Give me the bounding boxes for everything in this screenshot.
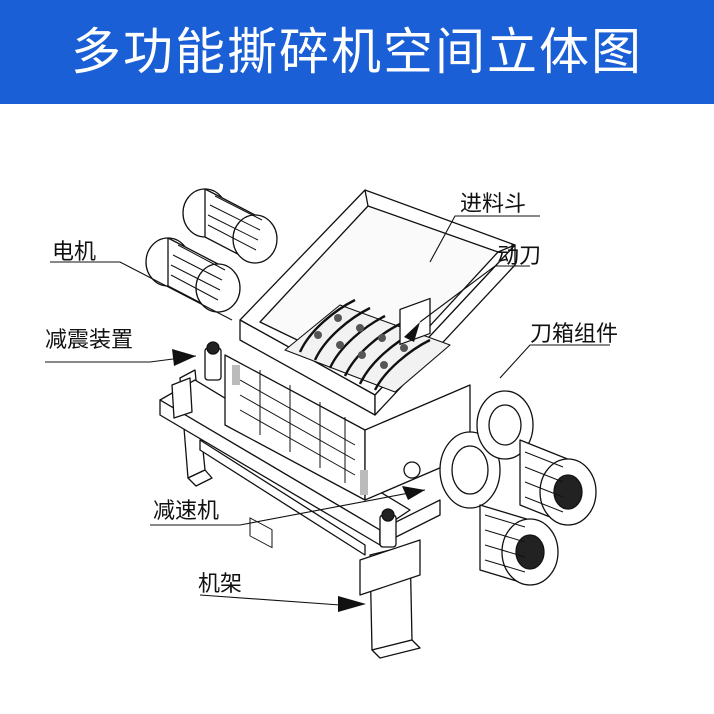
label-reducer: 减速机 — [153, 499, 220, 524]
label-moving-blade: 动刀 — [497, 244, 542, 269]
motor-lower-right — [479, 504, 559, 586]
title-banner — [0, 0, 714, 104]
callout-lines — [45, 215, 610, 606]
motor-upper-left — [182, 188, 278, 264]
motor-lower-left — [145, 237, 241, 313]
motor-upper-right — [519, 439, 597, 526]
blade-box-body — [224, 354, 471, 549]
label-damper: 减震装置 — [45, 328, 134, 353]
label-frame: 机架 — [198, 572, 243, 597]
damper-device — [204, 341, 397, 548]
page-title: 多功能撕碎机空间立体图 — [71, 23, 643, 81]
reducer-gearbox — [399, 297, 534, 509]
label-motor: 电机 — [52, 240, 97, 265]
label-hopper: 进料斗 — [460, 192, 527, 217]
label-blade-box: 刀箱组件 — [530, 322, 619, 347]
moving-blades — [284, 298, 451, 393]
callout-arrowheads — [172, 322, 425, 612]
shredder-diagram — [45, 188, 610, 659]
